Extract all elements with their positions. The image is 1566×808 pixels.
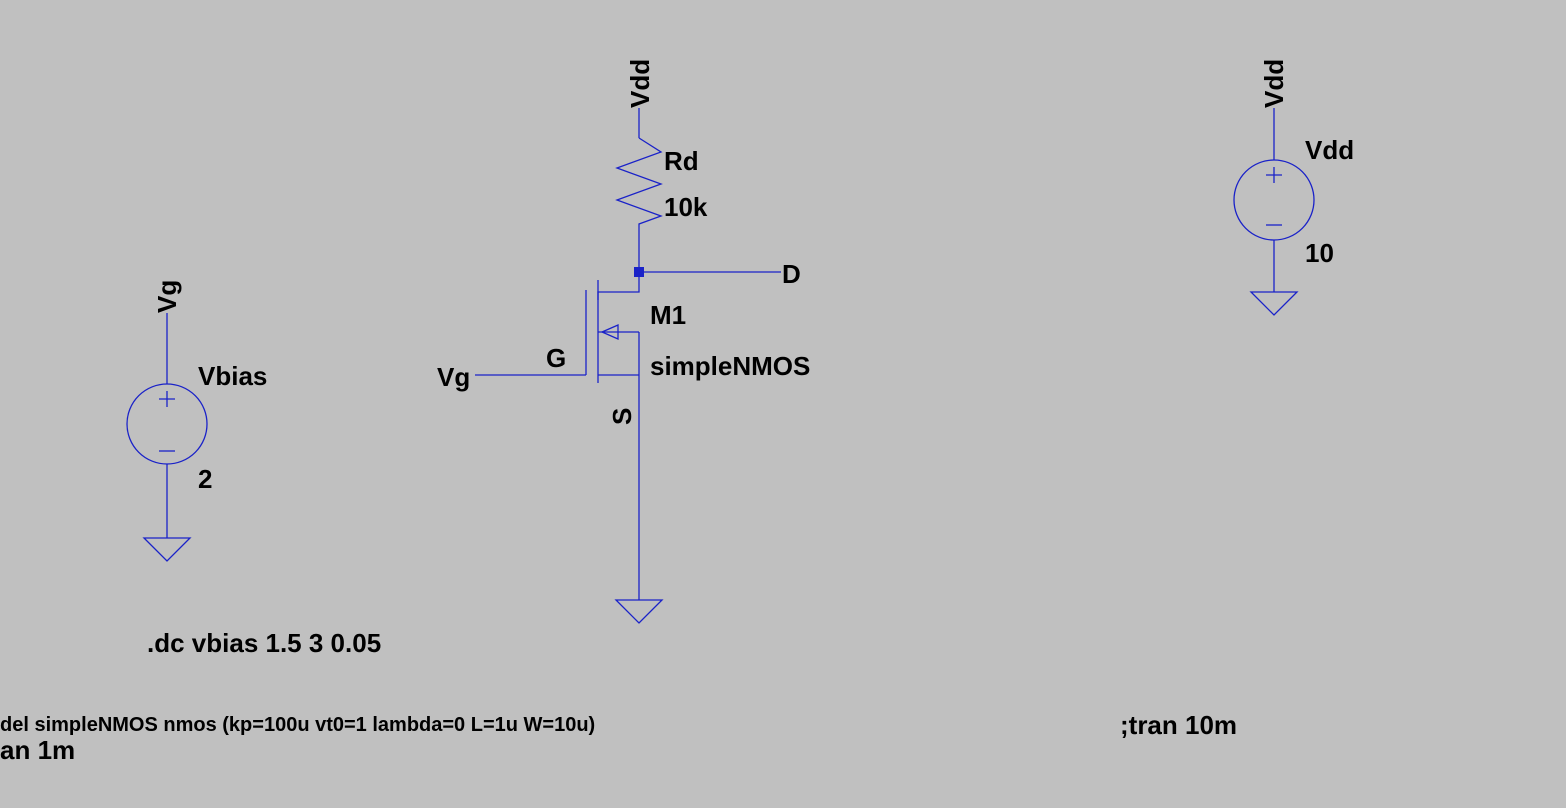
drain-pin-label: D [782,259,801,289]
resistor-symbol[interactable] [615,137,663,272]
ground-icon [1249,291,1299,316]
vbias-source-name: Vbias [198,361,267,391]
mosfet-name: M1 [650,300,686,330]
drain-lead [597,272,640,300]
ground-icon [142,537,192,562]
mosfet-model: simpleNMOS [650,351,810,381]
vdd-source-group[interactable]: Vdd Vdd 10 [1233,59,1354,316]
model-directive[interactable]: del simpleNMOS nmos (kp=100u vt0=1 lambd… [0,714,595,736]
gate-pin-label: G [546,343,566,373]
dc-directive[interactable]: .dc vbias 1.5 3 0.05 [147,628,381,658]
vdd-net-label: Vdd [1259,59,1289,108]
resistor-group[interactable]: Vdd Rd 10k [615,59,708,272]
vbias-source-value: 2 [198,464,212,494]
source-lead [598,332,640,600]
body-arrow-icon [600,324,619,340]
vdd-net-label-resistor: Vdd [625,59,655,108]
tran-comment[interactable]: ;tran 10m [1120,710,1237,740]
vdd-source-name: Vdd [1305,135,1354,165]
vg-net-label-source: Vg [152,280,182,313]
resistor-value: 10k [664,192,708,222]
source-pin-label: S [607,408,637,425]
vg-net-label-gate: Vg [437,362,470,392]
nmos-transistor[interactable] [475,272,664,624]
ground-icon [614,599,664,624]
plus-sign-icon [159,391,175,407]
plus-sign-icon [1266,167,1282,183]
vbias-source-group[interactable]: Vg Vbias 2 [126,280,267,562]
tran-directive[interactable]: an 1m [0,735,75,765]
resistor-name: Rd [664,146,699,176]
vdd-source-value: 10 [1305,238,1334,268]
